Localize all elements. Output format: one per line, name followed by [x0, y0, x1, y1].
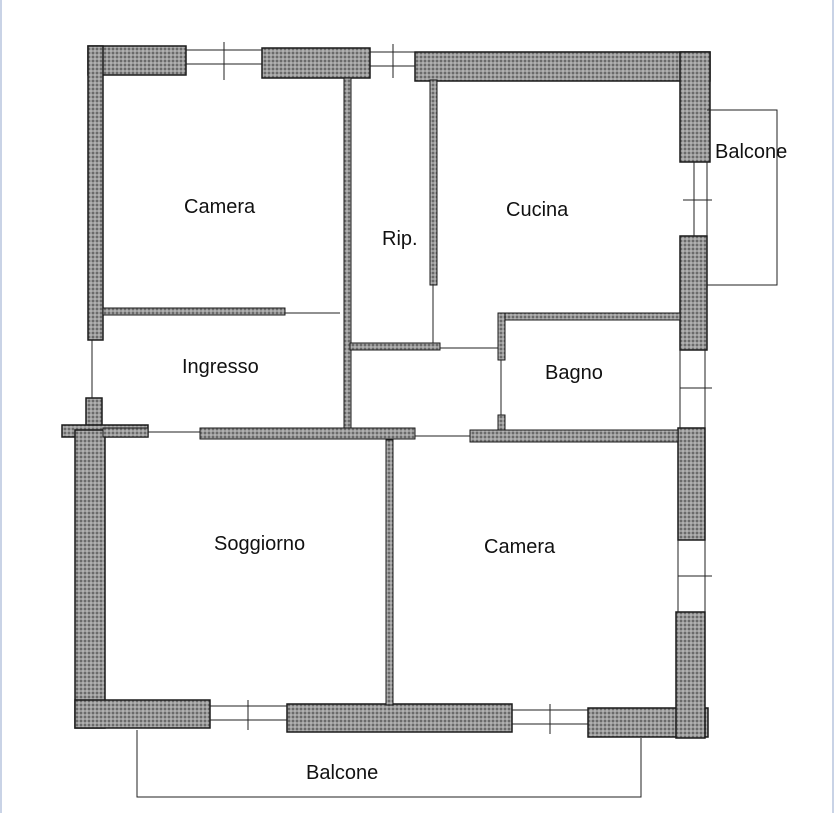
room-label-camera-bottom: Camera: [484, 536, 556, 558]
door-and-window-lines: [91, 42, 712, 734]
room-label-bagno: Bagno: [545, 362, 603, 384]
room-label-balcone-right: Balcone: [715, 141, 788, 163]
page-edge-left: [0, 0, 2, 813]
room-label-balcone-bottom: Balcone: [306, 762, 379, 784]
room-label-camera-top: Camera: [184, 196, 256, 218]
balcony-outlines: [136, 109, 778, 798]
room-label-soggiorno: Soggiorno: [214, 533, 306, 555]
room-label-ripostiglio: Rip.: [382, 228, 418, 250]
page-edge-right: [832, 0, 834, 813]
room-label-ingresso: Ingresso: [182, 356, 259, 378]
room-label-cucina: Cucina: [506, 199, 569, 221]
interior-walls: [102, 77, 681, 706]
